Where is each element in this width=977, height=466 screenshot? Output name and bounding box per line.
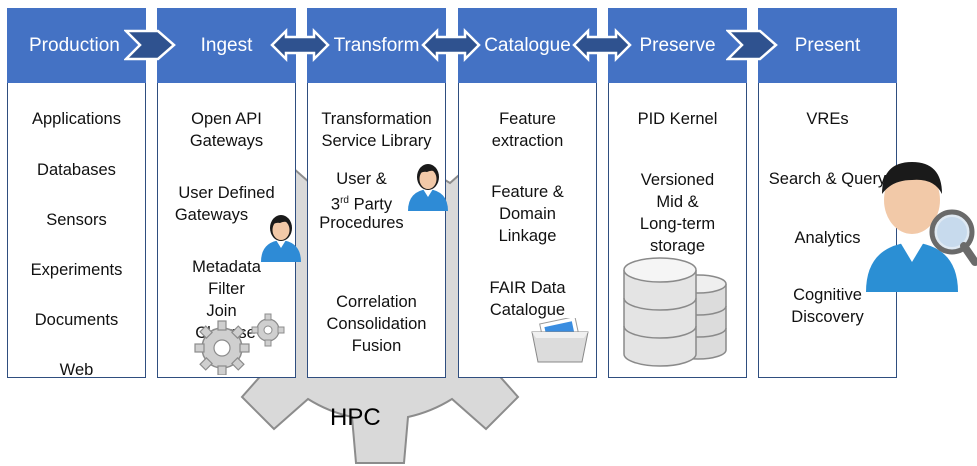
stage-item: Filter [208,280,245,298]
stage-item: Web [59,361,94,379]
ordinal-word: Party [353,195,393,214]
database-icon [623,257,727,367]
stage-item: Metadata [192,258,261,276]
stage-item: 3rd Party [278,190,445,216]
stage-header: Preserve [608,8,747,83]
stage-ingest: Ingest Open API Gateways User Defined Ga… [157,8,296,378]
stage-catalogue: Catalogue Feature extraction Feature & D… [458,8,597,378]
stage-item: Discovery [791,308,864,326]
stage-item: Join [206,302,237,320]
hpc-label: HPC [330,404,381,431]
stage-item: Procedures [319,214,404,232]
user-icon [261,215,301,262]
stage-item: storage [649,237,706,255]
stage-item: Service Library [321,132,432,150]
stage-present: Present VREs Search & Query Analytics Co… [758,8,897,378]
stage-item: Experiments [30,261,123,279]
photos-icon [531,318,589,363]
stage-item: Feature & [491,183,564,201]
stage-item: PID Kernel [637,110,718,128]
stage-item: Versioned [640,171,715,189]
ordinal-number: 3 [330,195,341,214]
user-icon [408,164,448,211]
stage-production: Production Applications Databases Sensor… [7,8,146,379]
ordinal-suffix: rd [340,195,349,206]
stage-item: extraction [491,132,564,150]
stage-item: Documents [34,311,119,329]
double-arrow-icon [270,27,330,63]
stage-item: Correlation [336,293,417,311]
stage-item: User & [336,170,387,188]
stage-item: Domain [499,205,556,223]
stage-item: Applications [32,110,121,128]
chevron-right-icon [124,29,176,61]
stage-item: Long-term [639,215,716,233]
stage-item: Analytics [794,229,861,247]
double-arrow-icon [572,27,632,63]
small-gears-icon [194,313,285,375]
stage-item: Databases [37,161,116,179]
stage-header: Present [758,8,897,83]
stage-item: VREs [806,110,849,128]
stage-header: Production [7,8,146,83]
stage-item: User Defined [178,184,275,202]
stage-item: Linkage [498,227,557,245]
stage-item: Consolidation [326,315,427,333]
stage-item: Open API [191,110,262,128]
stage-item: Feature [499,110,556,128]
stage-item: Transformation [321,110,432,128]
stage-item: Mid & [656,193,699,211]
stage-item: Cognitive [793,286,862,304]
stage-item: Sensors [46,211,107,229]
user-search-icon [866,162,977,292]
stage-item: Gateways [189,132,264,150]
stage-item: Gateways [174,206,249,224]
stage-item: Catalogue [489,301,566,319]
double-arrow-icon [421,27,481,63]
stage-item: Search & Query [768,170,887,188]
stage-item: Fusion [351,337,402,355]
stage-item: FAIR Data [489,279,566,297]
chevron-right-icon [726,29,778,61]
